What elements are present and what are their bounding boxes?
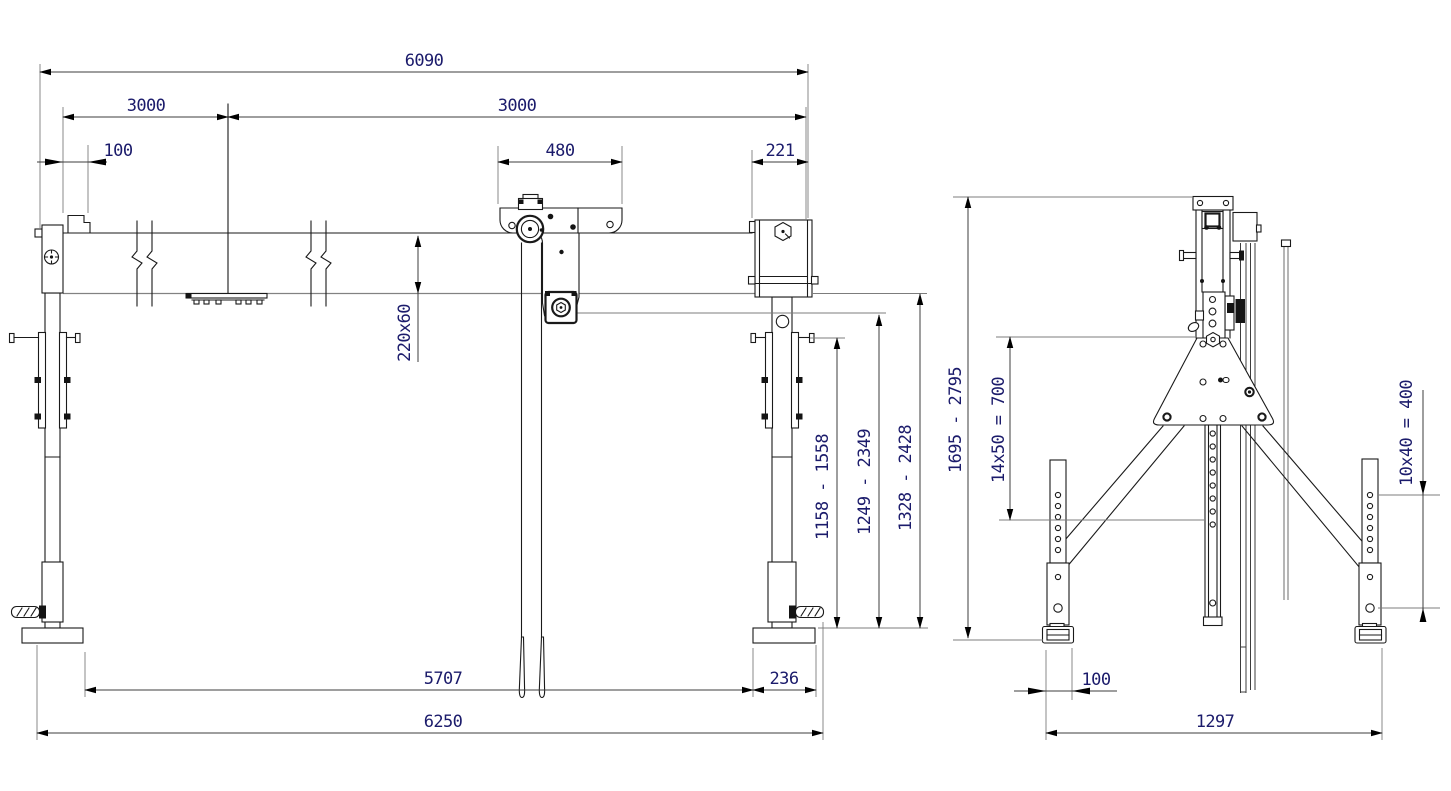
dim-base-depth: 1297 <box>1196 712 1235 732</box>
hook-shackle <box>544 290 578 325</box>
trolley <box>499 193 886 699</box>
right-crank-handle <box>789 605 825 619</box>
dim-span-right: 3000 <box>498 96 537 116</box>
dim-height-range-inner: 1158 - 1558 <box>813 434 833 540</box>
right-caster-foot <box>1354 622 1387 644</box>
dim-height-range-outer: 1328 - 2428 <box>896 425 916 531</box>
left-crank-handle <box>10 605 46 619</box>
side-right-post <box>1354 458 1387 644</box>
dim-side-foot-width: 100 <box>1082 670 1111 690</box>
hex-nut-icon <box>1205 331 1221 348</box>
gusset-plate <box>1152 331 1275 426</box>
side-view: 1695 - 2795 14x50 = 700 10x40 = 400 100 … <box>946 195 1440 740</box>
dim-trolley-width: 480 <box>546 141 575 161</box>
right-column <box>747 219 825 644</box>
dim-height-range-mid: 1249 - 2349 <box>855 429 875 535</box>
dim-inner-base-span: 5707 <box>424 669 463 689</box>
dim-overall-height-range: 1695 - 2795 <box>946 367 966 473</box>
left-caster-foot <box>1041 622 1075 644</box>
left-column <box>8 214 91 644</box>
guide-bars <box>1235 239 1292 693</box>
winch-block <box>1187 291 1235 339</box>
side-left-post <box>1041 459 1075 644</box>
dim-beam-section: 220x60 <box>395 304 415 362</box>
beam-rail-bracket <box>185 292 268 305</box>
pulley-icon <box>515 214 545 244</box>
dim-span-left: 3000 <box>127 96 166 116</box>
dim-outer-base-span: 6250 <box>424 712 463 732</box>
dim-leg-hole-pattern: 10x40 = 400 <box>1397 380 1417 486</box>
dim-overall-width: 6090 <box>405 51 444 71</box>
position-target-icon <box>43 249 60 265</box>
front-dimensions: 6090 3000 3000 100 480 221 220x60 1158 -… <box>36 51 928 740</box>
side-dimensions: 1695 - 2795 14x50 = 700 10x40 = 400 100 … <box>946 196 1440 740</box>
main-beam <box>62 103 812 307</box>
dim-mast-hole-pattern: 14x50 = 700 <box>989 377 1009 483</box>
front-view: 6090 3000 3000 100 480 221 220x60 1158 -… <box>8 51 928 740</box>
left-base-plate <box>21 627 84 644</box>
dim-end-overhang: 221 <box>766 141 795 161</box>
hex-bolt-icon <box>774 221 792 242</box>
right-base-plate <box>752 627 816 644</box>
legs <box>1058 425 1368 569</box>
mast <box>1178 195 1262 339</box>
beam-end-bracket <box>67 214 91 234</box>
dim-foot-plate-width: 236 <box>770 669 799 689</box>
mast-strip <box>1202 424 1223 627</box>
dim-column-offset: 100 <box>104 141 133 161</box>
